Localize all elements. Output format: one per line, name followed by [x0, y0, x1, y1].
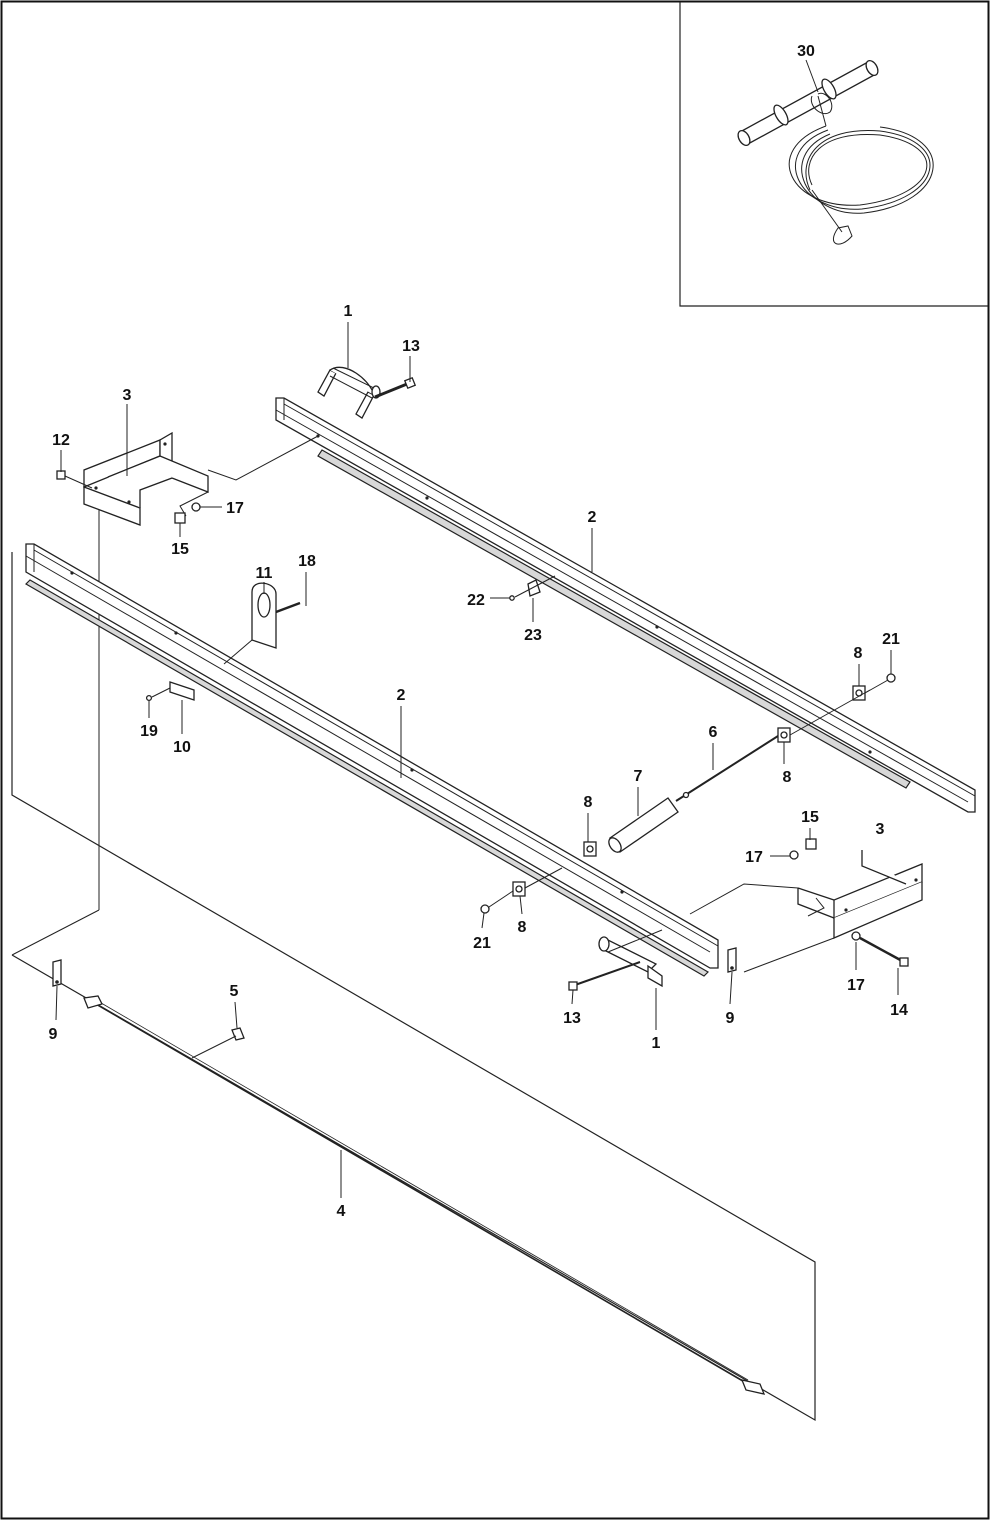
handle-top-part — [317, 366, 381, 419]
callout-1-lower: 1 — [652, 1035, 661, 1052]
callout-18: 18 — [298, 553, 316, 570]
nut-washer-upper-part — [174, 502, 201, 524]
callout-4: 4 — [337, 1203, 346, 1220]
bracket-11-part — [223, 582, 301, 665]
callout-13-top: 13 — [402, 338, 420, 355]
callout-21-lower: 21 — [473, 935, 491, 952]
gas-spring-part — [583, 689, 871, 857]
callout-9-right: 9 — [726, 1010, 735, 1027]
callout-8-left: 8 — [584, 794, 593, 811]
callout-17-lower: 17 — [745, 849, 763, 866]
cable-coil-part — [788, 92, 934, 245]
callout-21-right: 21 — [882, 631, 900, 648]
callout-5: 5 — [230, 983, 239, 1000]
callout-10: 10 — [173, 739, 191, 756]
bracket-lower-right-part — [789, 838, 923, 967]
callout-15-lower: 15 — [801, 809, 819, 826]
clip-9-right-part — [727, 947, 737, 973]
bracket-upper-left-part — [83, 431, 209, 526]
callout-15-upper: 15 — [171, 541, 189, 558]
callout-6: 6 — [709, 724, 718, 741]
callout-7: 7 — [634, 768, 643, 785]
callout-8-lower: 8 — [518, 919, 527, 936]
plate-8-lower-part — [480, 867, 563, 914]
callout-3-upper: 3 — [123, 387, 132, 404]
callout-17-upper: 17 — [226, 500, 244, 517]
clip-22-23-part — [509, 575, 556, 601]
plate-10-part — [145, 681, 195, 702]
callout-12: 12 — [52, 432, 70, 449]
callout-30: 30 — [797, 43, 815, 60]
lower-rail-part — [25, 543, 719, 977]
callout-1-top: 1 — [344, 303, 353, 320]
callout-8-mid: 8 — [783, 769, 792, 786]
upper-rail-part — [275, 397, 976, 813]
handle-lower-part — [568, 929, 663, 991]
callout-2-lower: 2 — [397, 687, 406, 704]
callout-17-bracket: 17 — [847, 977, 865, 994]
callout-22: 22 — [467, 592, 485, 609]
callout-2-upper: 2 — [588, 509, 597, 526]
bolt-top-part — [374, 376, 417, 399]
callout-labels: 30 1 13 3 12 17 15 2 11 18 22 23 8 21 19… — [49, 43, 908, 1220]
callout-13-lower: 13 — [563, 1010, 581, 1027]
callout-leaders — [55, 59, 899, 1198]
callout-14: 14 — [890, 1002, 908, 1019]
callout-11: 11 — [256, 565, 273, 582]
callout-8-right: 8 — [854, 645, 863, 662]
panel-outline — [11, 552, 816, 1422]
clip-9-left-part — [52, 959, 62, 987]
callout-9-left: 9 — [49, 1026, 58, 1043]
callout-19: 19 — [140, 723, 158, 740]
callout-23: 23 — [524, 627, 542, 644]
cable-4-part — [83, 995, 766, 1395]
callout-3-lower: 3 — [876, 821, 885, 838]
inset-panel — [679, 2, 988, 307]
handle-bar-part — [737, 59, 879, 147]
